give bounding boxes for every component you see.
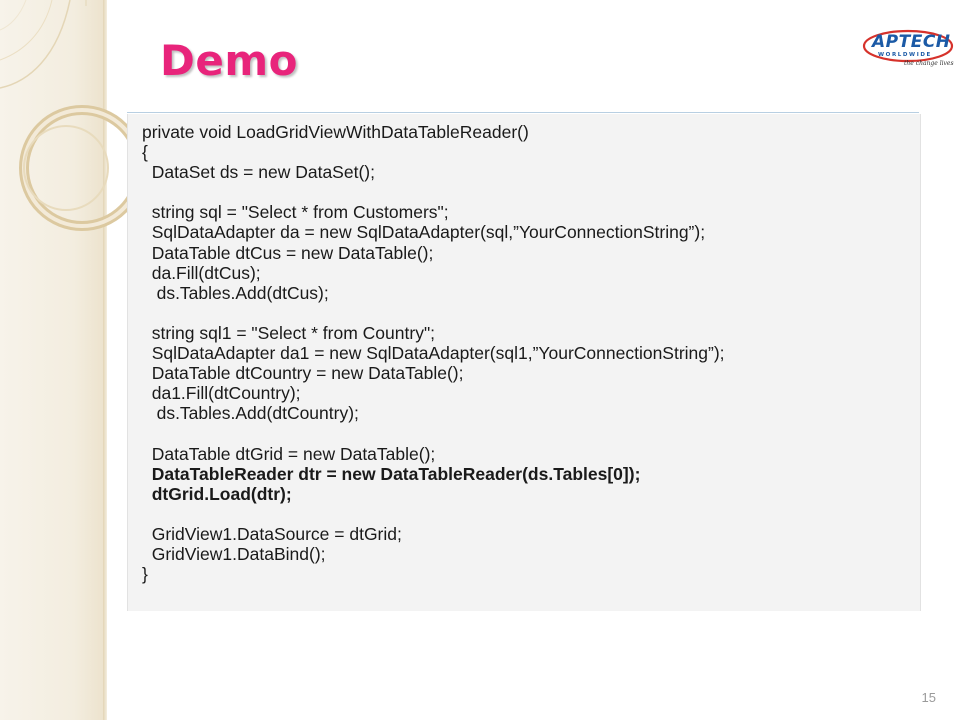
code-line: da1.Fill(dtCountry); bbox=[142, 383, 301, 404]
code-line bbox=[142, 303, 725, 323]
page-number: 15 bbox=[921, 690, 936, 705]
slide-title: Demo bbox=[160, 36, 298, 85]
code-line: DataTableReader dtr = new DataTableReade… bbox=[142, 463, 641, 484]
code-line: { bbox=[142, 142, 148, 163]
code-line: DataTable dtCus = new DataTable(); bbox=[142, 242, 434, 263]
decorative-swirl-graphic bbox=[0, 0, 140, 231]
code-line: GridView1.DataBind(); bbox=[142, 543, 326, 564]
code-line: string sql1 = "Select * from Country"; bbox=[142, 322, 436, 343]
aptech-logo: APTECH WORLDWIDE the change lives bbox=[862, 28, 954, 72]
logo-brand: APTECH bbox=[872, 32, 951, 52]
code-line: } bbox=[142, 564, 148, 585]
code-listing: private void LoadGridViewWithDataTableRe… bbox=[142, 122, 725, 584]
code-line: SqlDataAdapter da1 = new SqlDataAdapter(… bbox=[142, 343, 725, 364]
code-line: private void LoadGridViewWithDataTableRe… bbox=[142, 122, 529, 142]
logo-swoosh-icon bbox=[862, 29, 954, 63]
code-line bbox=[142, 423, 725, 443]
title-divider bbox=[127, 112, 919, 113]
code-line: SqlDataAdapter da = new SqlDataAdapter(s… bbox=[142, 222, 706, 243]
code-block: private void LoadGridViewWithDataTableRe… bbox=[127, 114, 921, 611]
code-line: DataTable dtCountry = new DataTable(); bbox=[142, 363, 464, 384]
code-line: ds.Tables.Add(dtCus); bbox=[142, 282, 329, 303]
logo-subtext: WORLDWIDE bbox=[878, 52, 932, 58]
code-line: DataTable dtGrid = new DataTable(); bbox=[142, 443, 436, 464]
code-line: da.Fill(dtCus); bbox=[142, 262, 261, 283]
code-line: DataSet ds = new DataSet(); bbox=[142, 162, 375, 183]
code-line: ds.Tables.Add(dtCountry); bbox=[142, 403, 359, 424]
decorative-band-edge bbox=[103, 0, 107, 720]
code-line: GridView1.DataSource = dtGrid; bbox=[142, 523, 402, 544]
logo-tagline: the change lives bbox=[904, 60, 954, 67]
code-line: string sql = "Select * from Customers"; bbox=[142, 202, 449, 223]
code-line bbox=[142, 182, 725, 202]
code-line bbox=[142, 504, 725, 524]
code-line: dtGrid.Load(dtr); bbox=[142, 483, 292, 504]
